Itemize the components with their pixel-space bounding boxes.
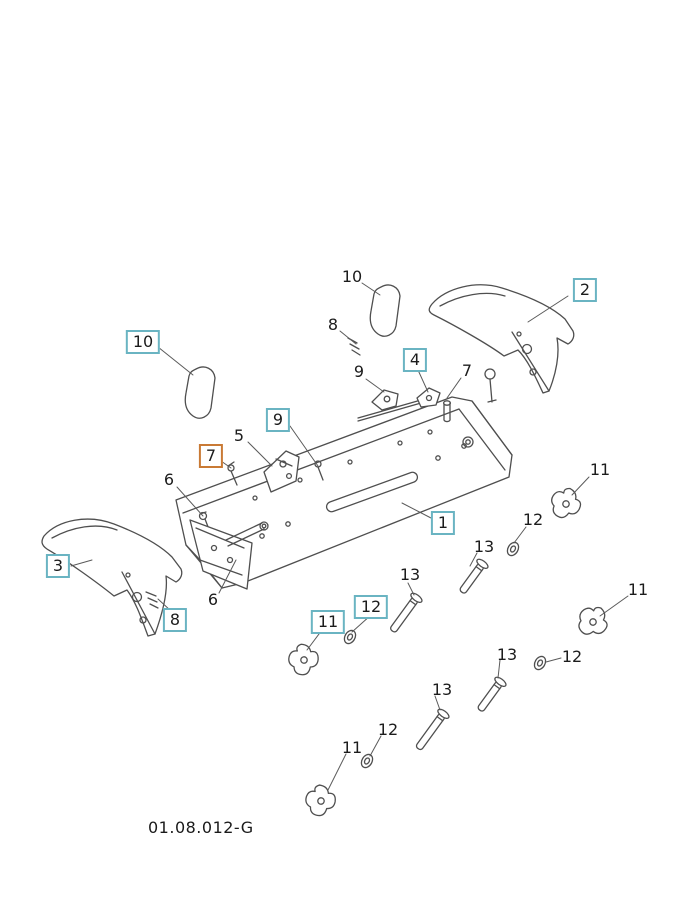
- callout-11-c: 11: [627, 580, 649, 599]
- callout-8-top: 8: [327, 315, 339, 334]
- part-knob-c: [578, 606, 608, 635]
- callout-3: 3: [45, 554, 71, 578]
- figure-code: 01.08.012-G: [148, 818, 254, 837]
- part-washer-c: [533, 655, 547, 671]
- part-grip-left: [184, 366, 216, 419]
- part-knob-a: [551, 487, 582, 519]
- callout-12-b: 12: [353, 595, 389, 619]
- callout-10-top: 10: [341, 267, 363, 286]
- callout-12-a: 12: [522, 510, 544, 529]
- part-bolt-b: [390, 592, 423, 633]
- callout-11-b: 11: [310, 610, 346, 634]
- callout-1: 1: [430, 511, 456, 535]
- callout-6-top: 6: [163, 470, 175, 489]
- part-handle-right: [428, 284, 575, 394]
- callout-9-mid: 9: [265, 408, 291, 432]
- part-knob-b: [288, 643, 319, 676]
- callout-13-b: 13: [399, 565, 421, 584]
- callout-5: 5: [233, 426, 245, 445]
- part-bracket-5: [263, 450, 300, 493]
- part-bolt-a: [459, 558, 489, 594]
- part-bolt-d: [415, 708, 450, 751]
- part-clip-left: [145, 591, 159, 609]
- callout-8-left: 8: [162, 608, 188, 632]
- callout-9-top: 9: [353, 362, 365, 381]
- callout-13-d: 13: [431, 680, 453, 699]
- callout-7-highlight: 7: [198, 444, 224, 468]
- part-pin-7-right: [484, 368, 497, 403]
- callout-7-top: 7: [461, 361, 473, 380]
- part-bracket-9-top: [371, 389, 399, 411]
- part-pin-7-highlight: [227, 461, 238, 486]
- part-washer-a: [506, 541, 520, 557]
- part-rod: [357, 397, 429, 422]
- callout-10-left: 10: [125, 330, 161, 354]
- part-clip-top: [347, 337, 361, 356]
- callout-11-d: 11: [341, 738, 363, 757]
- part-bracket-4: [416, 387, 441, 408]
- part-knob-d: [305, 784, 336, 817]
- part-subbracket: [189, 519, 269, 590]
- callout-13-c: 13: [496, 645, 518, 664]
- callout-11-a: 11: [589, 460, 611, 479]
- callout-13-a: 13: [473, 537, 495, 556]
- callout-12-c: 12: [561, 647, 583, 666]
- part-bolt-c: [477, 676, 507, 712]
- callout-2: 2: [572, 278, 598, 302]
- callout-12-d: 12: [377, 720, 399, 739]
- part-pin-7-top: [442, 400, 452, 423]
- part-grip-top: [369, 284, 401, 337]
- callout-6-bottom: 6: [207, 590, 219, 609]
- part-stud-9: [314, 460, 324, 481]
- callout-4: 4: [402, 348, 428, 372]
